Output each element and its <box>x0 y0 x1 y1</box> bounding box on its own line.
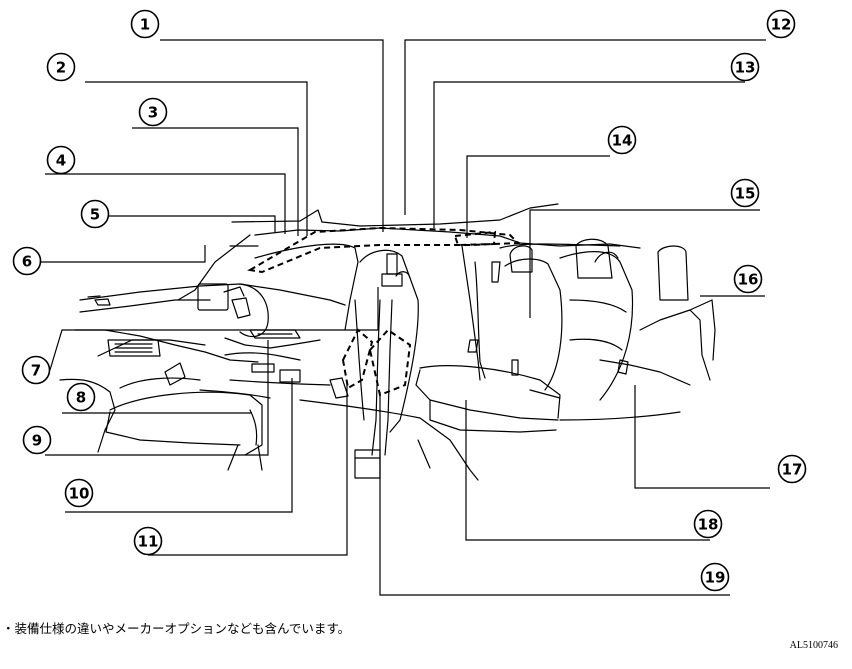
callout-17: 17 <box>777 454 807 484</box>
svg-text:7: 7 <box>31 362 41 380</box>
svg-text:3: 3 <box>148 104 158 122</box>
callout-2: 2 <box>46 52 76 82</box>
svg-text:1: 1 <box>140 16 150 34</box>
svg-text:19: 19 <box>705 569 726 587</box>
callout-4: 4 <box>46 145 76 175</box>
callout-14: 14 <box>607 125 637 155</box>
svg-text:17: 17 <box>782 461 803 479</box>
svg-text:13: 13 <box>735 59 756 77</box>
footnote-text: ・装備仕様の違いやメーカーオプションなども含んでいます。 <box>2 621 351 636</box>
svg-text:6: 6 <box>22 253 32 271</box>
svg-text:14: 14 <box>612 132 633 150</box>
svg-text:11: 11 <box>138 533 159 551</box>
svg-text:12: 12 <box>771 16 792 34</box>
car-interior-illustration <box>59 203 716 481</box>
callout-15: 15 <box>730 178 760 208</box>
callout-9: 9 <box>22 425 52 455</box>
svg-text:10: 10 <box>69 485 90 503</box>
svg-text:4: 4 <box>56 152 66 170</box>
callout-3: 3 <box>138 97 168 127</box>
callout-10: 10 <box>64 478 94 508</box>
callout-11: 11 <box>133 526 163 556</box>
svg-text:16: 16 <box>738 271 759 289</box>
callout-8: 8 <box>66 382 96 412</box>
svg-text:18: 18 <box>698 516 719 534</box>
callout-5: 5 <box>80 199 110 229</box>
svg-text:8: 8 <box>76 389 86 407</box>
callout-7: 7 <box>21 355 51 385</box>
callout-18: 18 <box>693 509 723 539</box>
svg-text:15: 15 <box>735 185 756 203</box>
callout-1: 1 <box>130 9 160 39</box>
callout-6: 6 <box>12 246 42 276</box>
callout-13: 13 <box>730 52 760 82</box>
svg-text:5: 5 <box>90 206 100 224</box>
svg-text:2: 2 <box>56 59 66 77</box>
callout-12: 12 <box>766 9 796 39</box>
leader-lines <box>30 39 770 596</box>
figure-code: AL5100746 <box>789 640 838 651</box>
callout-16: 16 <box>733 264 763 294</box>
svg-text:9: 9 <box>32 432 42 450</box>
callout-19: 19 <box>700 562 730 592</box>
